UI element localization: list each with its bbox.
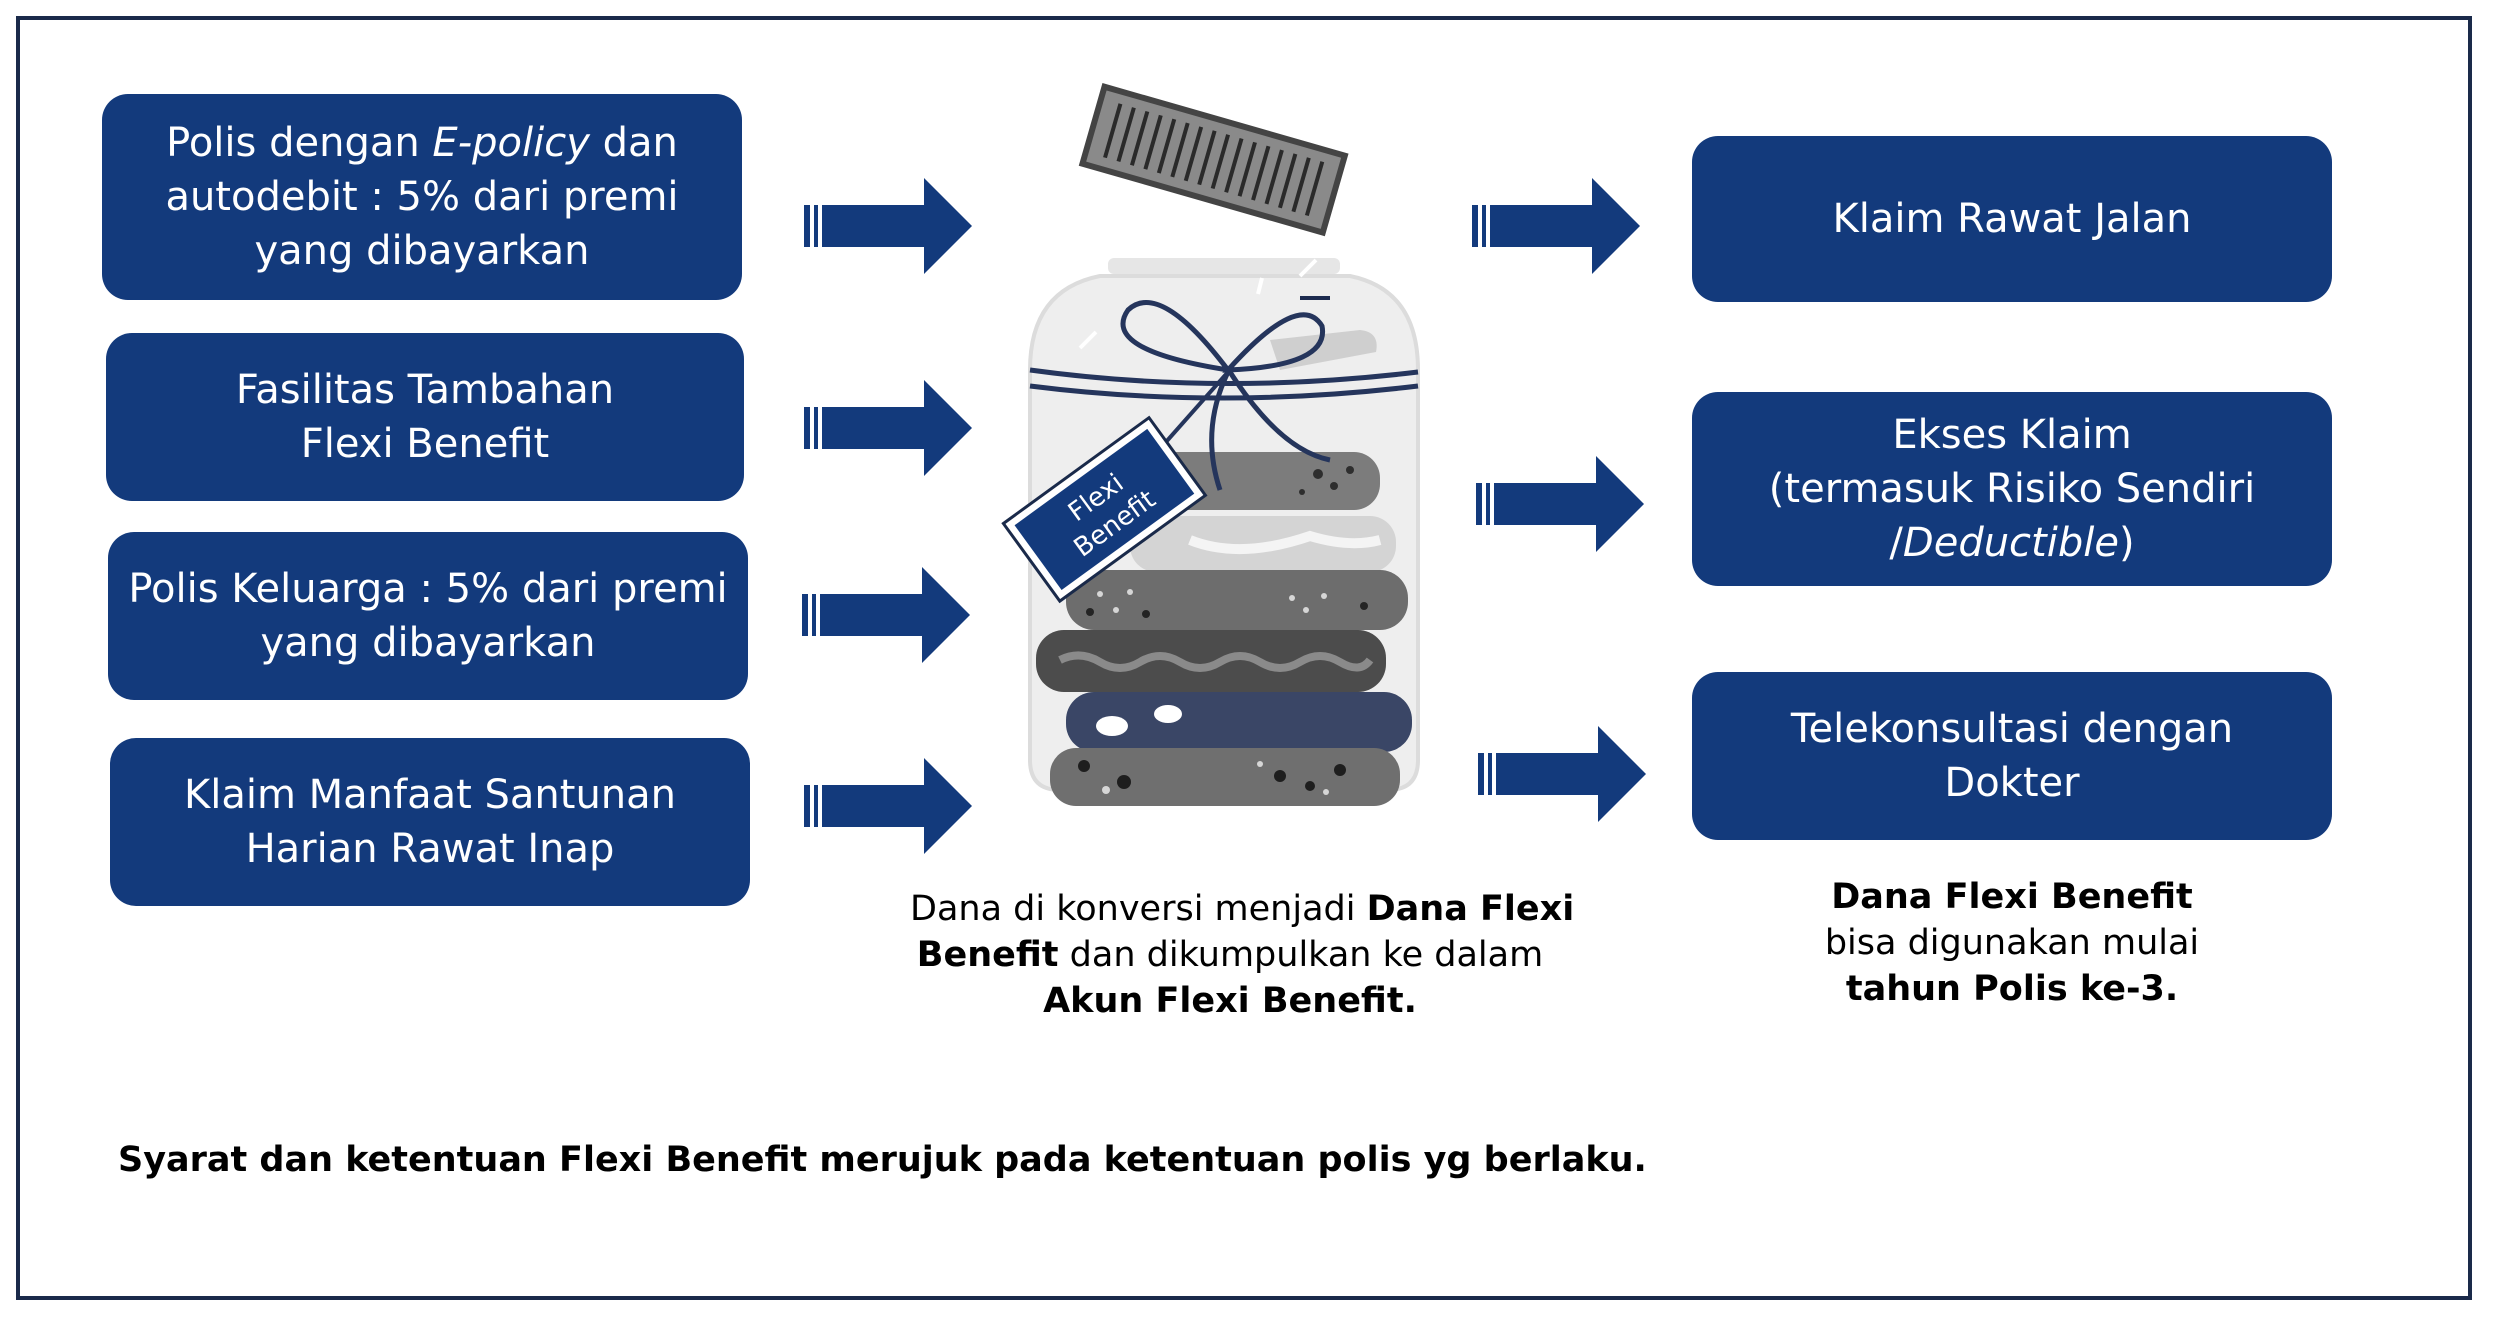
arrow-right-icon	[1476, 456, 1644, 552]
arrow-right-icon	[804, 380, 972, 476]
center-caption-l2: dan dikumpulkan ke dalam	[1058, 935, 1544, 975]
diagram-frame	[16, 16, 2472, 1300]
center-caption: Dana di konversi menjadi Dana Flexi Bene…	[910, 886, 1574, 1024]
source-box-santunan: Klaim Manfaat Santunan Harian Rawat Inap	[110, 738, 750, 906]
right-caption: Dana Flexi Benefit bisa digunakan mulai …	[1722, 874, 2302, 1012]
usage-box-telekonsultasi-l1: Telekonsultasi dengan	[1790, 706, 2234, 752]
right-caption-l1-bold: Dana Flexi Benefit	[1831, 877, 2193, 917]
source-box-epolicy-l2: autodebit : 5% dari premi	[165, 174, 679, 220]
flexi-benefit-tag: Flexi Benefit	[1001, 415, 1208, 604]
source-box-keluarga-l1: Polis Keluarga : 5% dari premi	[128, 566, 728, 612]
arrow-right-icon	[1478, 726, 1646, 822]
arrow-right-icon	[1472, 178, 1640, 274]
source-box-santunan-l1: Klaim Manfaat Santunan	[183, 772, 677, 818]
source-box-epolicy-l1b: dan	[589, 120, 678, 166]
source-box-epolicy-l3: yang dibayarkan	[254, 228, 590, 274]
usage-box-ekses-klaim: Ekses Klaim (termasuk Risiko Sendiri /De…	[1692, 392, 2332, 586]
center-caption-l1: Dana di konversi menjadi	[910, 889, 1367, 929]
source-box-fasilitas-l2: Flexi Benefit	[300, 421, 550, 467]
jar-lid	[1078, 83, 1349, 237]
source-box-epolicy: Polis dengan E-policy dan autodebit : 5%…	[102, 94, 742, 300]
usage-box-rawat-jalan-l1: Klaim Rawat Jalan	[1832, 196, 2192, 242]
usage-box-telekonsultasi: Telekonsultasi dengan Dokter	[1692, 672, 2332, 840]
source-box-santunan-l2: Harian Rawat Inap	[245, 826, 615, 872]
arrow-right-icon	[804, 178, 972, 274]
source-box-fasilitas-l1: Fasilitas Tambahan	[235, 367, 615, 413]
arrow-right-icon	[802, 567, 970, 663]
usage-box-ekses-klaim-l3b: )	[2118, 520, 2135, 566]
center-caption-l1-bold: Dana Flexi	[1366, 889, 1575, 929]
source-box-fasilitas: Fasilitas Tambahan Flexi Benefit	[106, 333, 744, 501]
center-caption-l2-bold: Benefit	[916, 935, 1059, 975]
usage-box-ekses-klaim-l1: Ekses Klaim	[1892, 412, 2132, 458]
arrow-right-icon	[804, 758, 972, 854]
terms-footnote: Syarat dan ketentuan Flexi Benefit meruj…	[118, 1140, 1647, 1180]
usage-box-ekses-klaim-l2: (termasuk Risiko Sendiri	[1768, 466, 2256, 512]
source-box-keluarga-l2: yang dibayarkan	[260, 620, 596, 666]
usage-box-ekses-klaim-l3-italic: Deductible	[1902, 520, 2119, 566]
source-box-epolicy-l1a: Polis dengan	[166, 120, 433, 166]
savings-jar-illustration: Flexi Benefit	[1001, 83, 1420, 806]
source-box-keluarga: Polis Keluarga : 5% dari premi yang diba…	[108, 532, 748, 700]
right-caption-l2: bisa digunakan mulai	[1824, 923, 2200, 963]
source-box-epolicy-l1-italic: E-policy	[432, 120, 590, 166]
usage-box-rawat-jalan: Klaim Rawat Jalan	[1692, 136, 2332, 302]
usage-box-telekonsultasi-l2: Dokter	[1944, 760, 2080, 806]
right-caption-l3-bold: tahun Polis ke-3.	[1845, 969, 2179, 1009]
center-caption-l3-bold: Akun Flexi Benefit.	[1043, 981, 1417, 1021]
usage-box-ekses-klaim-l3a: /	[1889, 520, 1903, 566]
